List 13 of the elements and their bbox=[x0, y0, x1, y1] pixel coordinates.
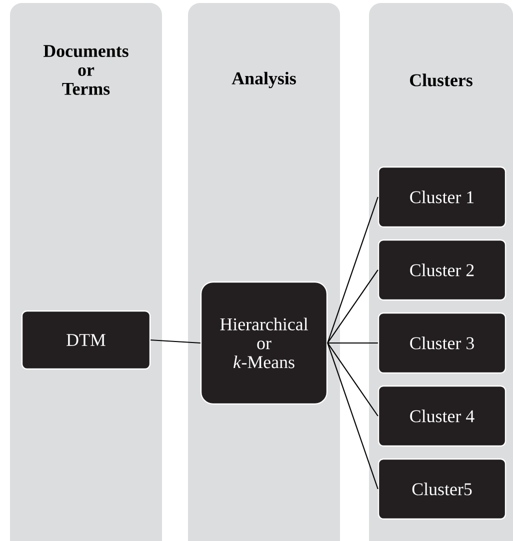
input-box: DTM bbox=[21, 310, 151, 370]
connector-line bbox=[327, 196, 378, 344]
connector-line bbox=[327, 342, 378, 416]
method-box: Hierarchical or k-Means bbox=[200, 281, 328, 405]
cluster-box: Cluster 4 bbox=[378, 385, 506, 447]
cluster-box: Cluster 1 bbox=[378, 166, 506, 228]
cluster-box: Cluster 2 bbox=[378, 239, 506, 301]
connector-line bbox=[150, 339, 200, 344]
cluster-box: Cluster5 bbox=[378, 458, 506, 520]
cluster-box: Cluster 3 bbox=[378, 312, 506, 374]
connector-line bbox=[327, 270, 378, 344]
connector-line bbox=[327, 342, 378, 490]
connector-line bbox=[328, 342, 378, 344]
